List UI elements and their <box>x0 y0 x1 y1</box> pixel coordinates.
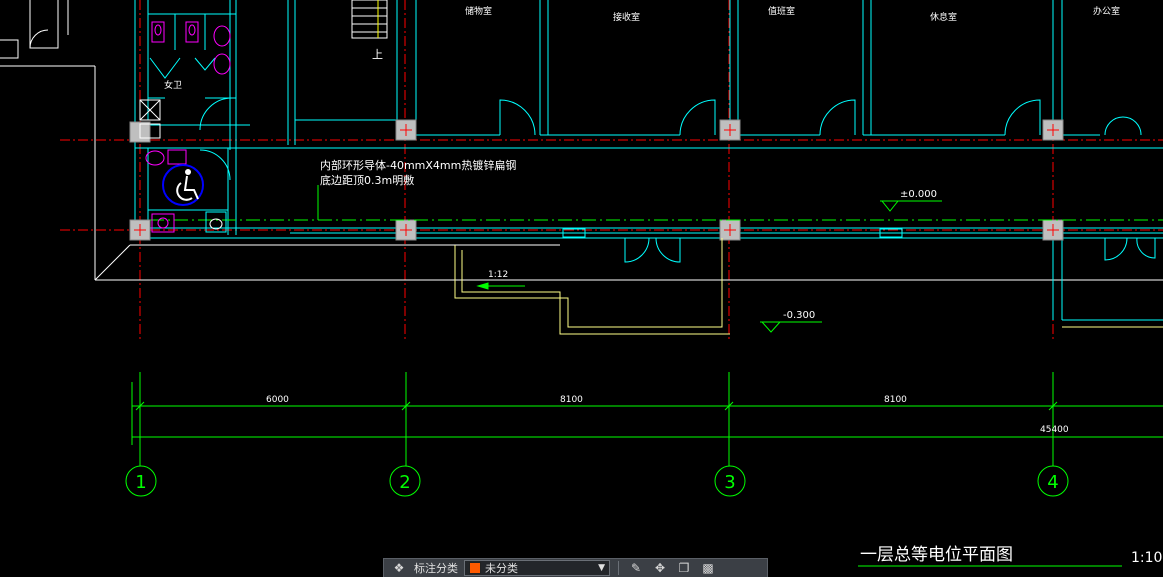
dimension-lines <box>131 372 1163 466</box>
doors <box>149 57 1156 263</box>
columns <box>129 119 1064 241</box>
annotation-category-select[interactable]: 未分类 ▼ <box>464 560 610 576</box>
dimension-label: 6000 <box>266 395 289 405</box>
ramp-arrow <box>476 282 525 290</box>
dimension-label: 8100 <box>884 395 907 405</box>
walls <box>134 0 1163 321</box>
layers-icon[interactable]: ❖ <box>393 561 405 575</box>
level-marker-low <box>760 321 822 333</box>
sanitary-fixtures <box>145 21 231 233</box>
toilet-label: 女卫 <box>164 79 182 91</box>
level-marker-main <box>880 200 942 212</box>
annotation-category-value: 未分类 <box>485 562 518 575</box>
axis-label: 4 <box>1047 472 1058 493</box>
accessible-toilet-icon <box>162 164 227 233</box>
chevron-down-icon: ▼ <box>598 563 605 573</box>
annotation-category-label: 标注分类 <box>414 562 458 575</box>
ramp-slope-label: 1:12 <box>488 270 508 280</box>
dimension-label: 8100 <box>560 395 583 405</box>
drawing-title: 一层总等电位平面图 <box>860 545 1013 565</box>
room-label: 接收室 <box>613 11 640 23</box>
window-marker <box>562 228 586 238</box>
axis-label: 3 <box>724 472 735 493</box>
axis-label: 1 <box>135 472 146 493</box>
conductor-note-line1: 内部环形导体-40mmX4mm热镀锌扁钢 <box>320 158 516 172</box>
stamp-icon[interactable]: ▩ <box>702 561 714 575</box>
column-crosses <box>134 124 1059 236</box>
edit-icon[interactable]: ✎ <box>630 561 642 575</box>
ramp <box>454 238 1163 335</box>
room-label: 值班室 <box>768 5 795 17</box>
conductor-note-line2: 底边距顶0.3m明敷 <box>320 173 414 187</box>
room-label: 办公室 <box>1093 5 1120 17</box>
stair-label: 上 <box>372 48 383 61</box>
copy-icon[interactable]: ❐ <box>678 561 690 575</box>
level-low-label: -0.300 <box>783 310 815 321</box>
walls-top-left <box>0 0 1163 281</box>
move-icon[interactable]: ✥ <box>654 561 666 575</box>
category-color-swatch <box>469 562 481 574</box>
dimension-total-label: 45400 <box>1040 425 1069 435</box>
axis-bubbles <box>125 465 1069 497</box>
annotation-toolbar: ❖ 标注分类 未分类 ▼ ✎ ✥ ❐ ▩ <box>383 558 768 577</box>
room-label: 休息室 <box>930 11 957 23</box>
room-label: 储物室 <box>465 5 492 17</box>
stair <box>351 0 388 39</box>
window-marker <box>879 228 903 238</box>
drawing-scale: 1:100 <box>1131 550 1163 566</box>
toolbar-divider <box>618 561 619 575</box>
axis-label: 2 <box>399 472 410 493</box>
shower-fixture <box>139 99 161 139</box>
level-main-label: ±0.000 <box>900 189 937 200</box>
